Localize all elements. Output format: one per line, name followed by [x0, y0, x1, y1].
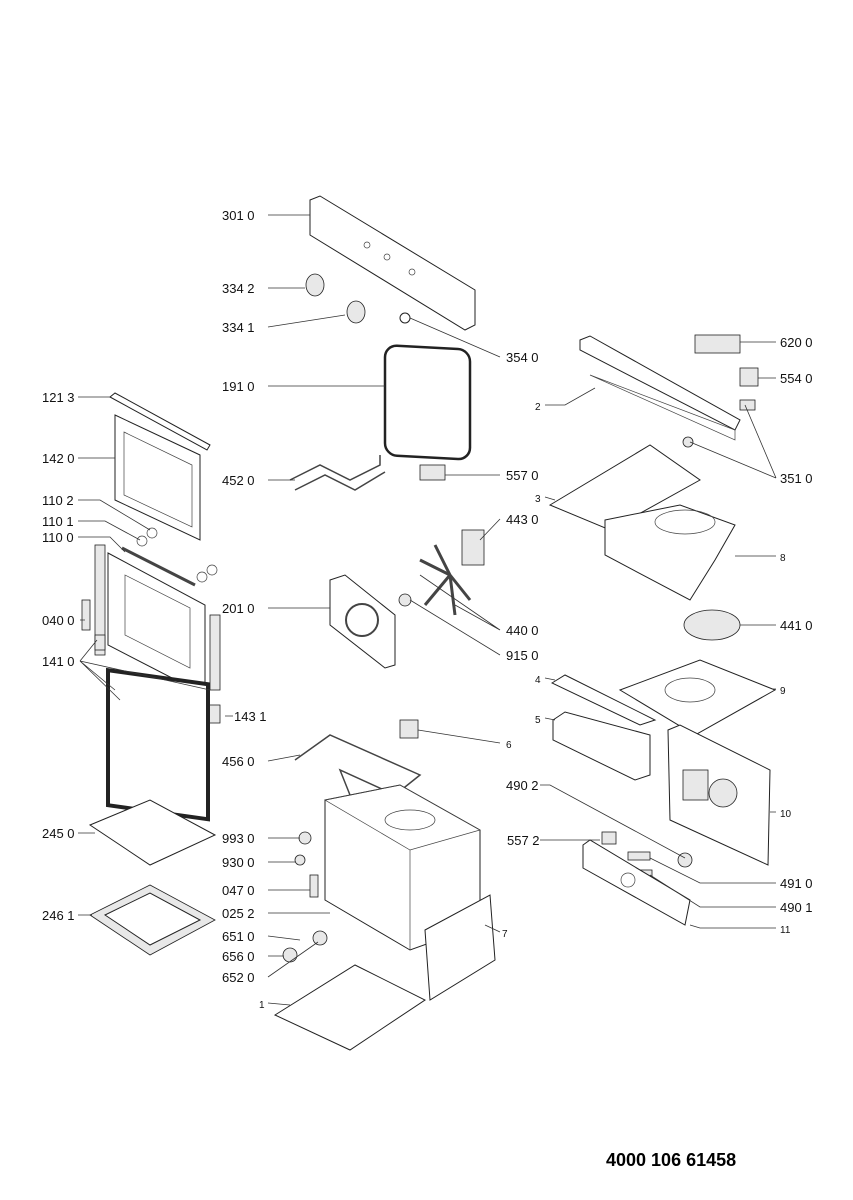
part-lower-element	[294, 734, 422, 796]
callout-label: 301 0	[222, 208, 255, 223]
callout-label: 490 1	[780, 900, 813, 915]
part-front-frame	[550, 674, 657, 726]
callout-label: 334 1	[222, 320, 255, 335]
callout-label: 651 0	[222, 929, 255, 944]
part-terminal-block	[694, 334, 741, 354]
callout-label: 040 0	[42, 613, 75, 628]
callout-label: 557 0	[506, 468, 539, 483]
leader-lines	[78, 214, 777, 1006]
callout-label: 915 0	[506, 648, 539, 663]
callout-label: 490 2	[506, 778, 539, 793]
part-top-plate	[618, 659, 777, 736]
callout-label: 620 0	[780, 335, 813, 350]
callout-label: 191 0	[222, 379, 255, 394]
callout-labels: 301 0 334 2 334 1 191 0 452 0 201 0 456 0 993 0…	[42, 208, 813, 1011]
part-fan-blade	[419, 544, 472, 616]
callout-label: 110 2	[42, 493, 74, 508]
callout-label: 652 0	[222, 970, 255, 985]
callout-label: 554 0	[780, 371, 813, 386]
part-door-seal	[383, 344, 472, 461]
callout-label: 142 0	[42, 451, 75, 466]
callout-label: 440 0	[506, 623, 539, 638]
callout-label: 110 1	[42, 514, 74, 529]
part-top-cover	[548, 444, 701, 531]
part-rear-panel	[329, 574, 396, 669]
callout-label: 354 0	[506, 350, 539, 365]
callout-label: 1	[259, 1000, 265, 1011]
part-cooling-fan	[683, 609, 741, 641]
callout-label: 456 0	[222, 754, 255, 769]
callout-label: 110 0	[42, 530, 74, 545]
callout-label: 441 0	[780, 618, 813, 633]
callout-label: 3	[535, 494, 541, 505]
part-side-panel	[424, 894, 496, 1001]
callout-label: 351 0	[780, 471, 813, 486]
callout-label: 245 0	[42, 826, 75, 841]
part-fan-duct	[604, 504, 736, 601]
callout-label: 557 2	[507, 833, 540, 848]
callout-label: 047 0	[222, 883, 255, 898]
part-control-panel	[309, 195, 476, 331]
part-control-board	[582, 839, 691, 926]
callout-label: 121 3	[42, 390, 75, 405]
callout-label: 246 1	[42, 908, 75, 923]
callout-label: 443 0	[506, 512, 539, 527]
callout-label: 141 0	[42, 654, 75, 669]
part-inner-glass	[114, 414, 201, 541]
callout-label: 10	[780, 809, 792, 820]
parts	[81, 195, 777, 1051]
part-door-gasket	[106, 667, 210, 822]
callout-label: 930 0	[222, 855, 255, 870]
callout-label: 7	[502, 929, 508, 940]
callout-label: 993 0	[222, 831, 255, 846]
part-door-trim	[109, 392, 211, 451]
callout-label: 452 0	[222, 473, 255, 488]
callout-label: 6	[506, 740, 512, 751]
document-number: 4000 106 61458	[606, 1150, 737, 1170]
callout-label: 8	[780, 553, 786, 564]
callout-label: 025 2	[222, 906, 255, 921]
callout-label: 656 0	[222, 949, 255, 964]
callout-label: 11	[780, 925, 791, 936]
callout-label: 143 1	[234, 709, 267, 724]
callout-label: 334 2	[222, 281, 255, 296]
callout-label: 201 0	[222, 601, 255, 616]
part-knob	[346, 300, 366, 324]
part-bottom-panel	[273, 964, 426, 1051]
part-grill-element	[289, 455, 386, 491]
callout-label: 2	[535, 402, 541, 413]
callout-label: 5	[535, 715, 541, 726]
part-fan-motor	[461, 529, 485, 566]
callout-label: 4	[535, 675, 541, 686]
part-wire-shelf	[88, 799, 217, 866]
part-knob	[305, 273, 325, 297]
part-control-bracket	[579, 335, 741, 431]
callout-label: 9	[780, 686, 786, 697]
callout-label: 491 0	[780, 876, 813, 891]
